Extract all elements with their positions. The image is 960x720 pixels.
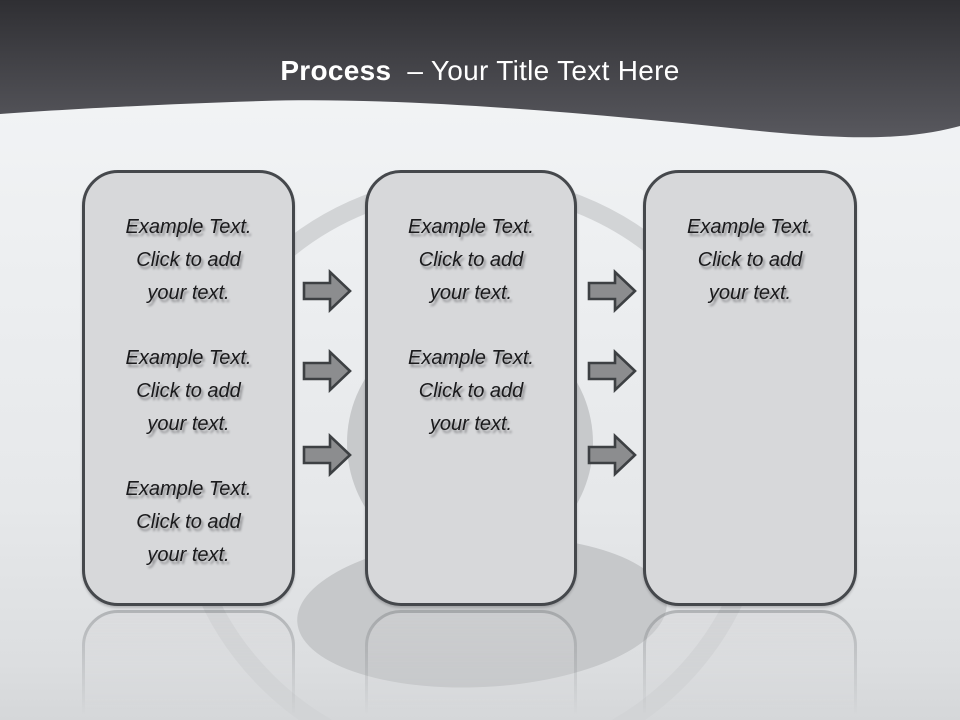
placeholder-line: Example Text. bbox=[125, 478, 252, 500]
right-arrow-icon bbox=[302, 433, 352, 477]
text-placeholder[interactable]: Example Text. Click to add your text. bbox=[101, 473, 276, 572]
placeholder-line: your text. bbox=[147, 413, 230, 435]
right-arrow-icon bbox=[587, 433, 637, 477]
panel-reflections bbox=[0, 610, 960, 720]
placeholder-line: Example Text. bbox=[125, 216, 252, 238]
right-arrow-icon bbox=[587, 269, 637, 313]
header-wave-banner bbox=[0, 0, 960, 138]
slide-title: Process – Your Title Text Here bbox=[0, 55, 960, 87]
placeholder-line: Click to add bbox=[418, 380, 524, 402]
right-arrow-icon bbox=[302, 269, 352, 313]
placeholder-line: your text. bbox=[708, 282, 792, 304]
panel-reflection bbox=[82, 610, 295, 720]
process-panel-2[interactable]: Example Text. Click to add your text. Ex… bbox=[365, 170, 577, 606]
placeholder-line: your text. bbox=[429, 282, 513, 304]
placeholder-line: your text. bbox=[147, 282, 230, 304]
placeholder-line: Click to add bbox=[418, 249, 524, 271]
right-arrow-icon bbox=[587, 349, 637, 393]
right-arrow-icon bbox=[302, 349, 352, 393]
placeholder-line: Example Text. bbox=[408, 216, 534, 238]
placeholder-line: Click to add bbox=[136, 380, 241, 402]
text-placeholder[interactable]: Example Text. Click to add your text. bbox=[384, 342, 558, 441]
panel-reflection bbox=[365, 610, 577, 720]
placeholder-line: Example Text. bbox=[408, 347, 534, 369]
slide-title-text: – Your Title Text Here bbox=[407, 55, 680, 86]
placeholder-line: Click to add bbox=[136, 249, 241, 271]
slide-title-keyword: Process bbox=[280, 55, 392, 86]
placeholder-line: Click to add bbox=[136, 511, 241, 533]
placeholder-line: Example Text. bbox=[687, 216, 813, 238]
text-placeholder[interactable]: Example Text. Click to add your text. bbox=[384, 211, 558, 310]
text-placeholder[interactable]: Example Text. Click to add your text. bbox=[101, 342, 276, 441]
placeholder-line: your text. bbox=[429, 413, 513, 435]
text-placeholder[interactable]: Example Text. Click to add your text. bbox=[662, 211, 838, 310]
text-placeholder[interactable]: Example Text. Click to add your text. bbox=[101, 211, 276, 310]
process-panel-3[interactable]: Example Text. Click to add your text. bbox=[643, 170, 857, 606]
placeholder-line: Example Text. bbox=[125, 347, 252, 369]
placeholder-line: Click to add bbox=[697, 249, 803, 271]
panel-reflection bbox=[643, 610, 857, 720]
process-panel-1[interactable]: Example Text. Click to add your text. Ex… bbox=[82, 170, 295, 606]
placeholder-line: your text. bbox=[147, 544, 230, 566]
